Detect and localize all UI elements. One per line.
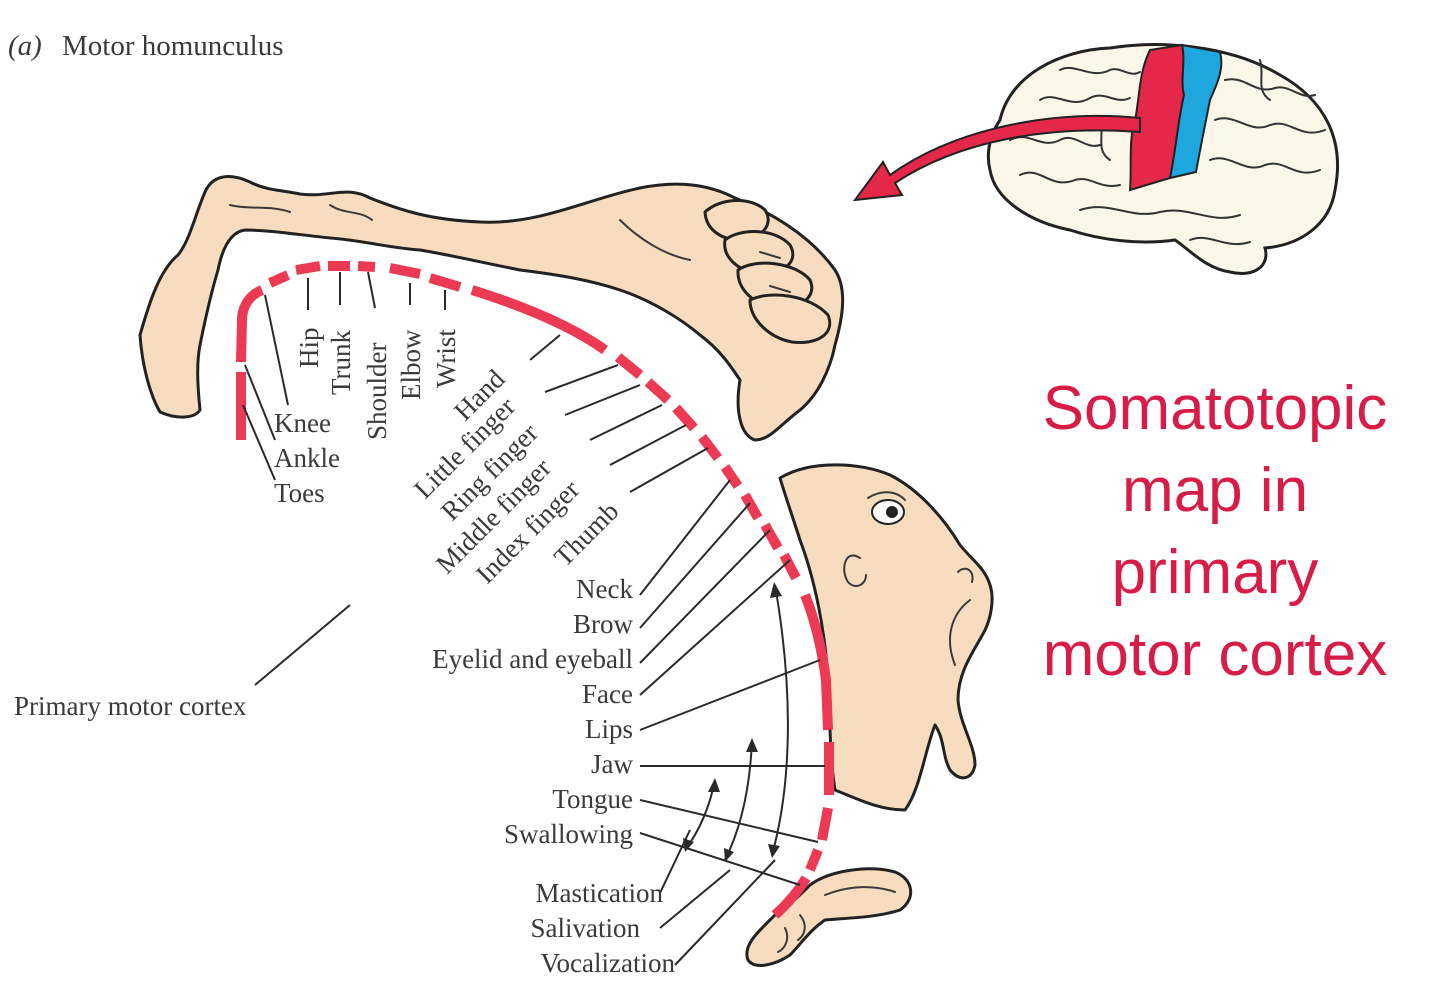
label-knee: Knee <box>274 408 331 438</box>
leader-lines <box>242 271 825 966</box>
body-part-labels: Hip Trunk Shoulder Elbow Wrist Hand Litt… <box>14 328 675 979</box>
label-vocalization: Vocalization <box>541 948 676 978</box>
label-toes: Toes <box>274 478 325 508</box>
figure-title: Motor homunculus <box>62 30 284 62</box>
label-ankle: Ankle <box>274 443 340 473</box>
label-wrist: Wrist <box>431 329 461 388</box>
label-elbow: Elbow <box>396 329 426 400</box>
label-lips: Lips <box>585 714 633 744</box>
headline-line-3: primary <box>1111 538 1319 607</box>
pointer-arrow <box>852 114 1141 202</box>
label-swallowing: Swallowing <box>504 819 633 849</box>
panel-letter: (a) <box>8 30 42 62</box>
label-primary-motor-cortex: Primary motor cortex <box>14 691 247 721</box>
homunculus-face <box>778 463 994 812</box>
homunculus-limbs <box>138 175 845 442</box>
homunculus-tongue <box>745 867 913 967</box>
label-tongue: Tongue <box>552 784 633 814</box>
cortex-band <box>236 261 834 919</box>
headline-line-1: Somatotopic <box>1042 374 1388 443</box>
label-mastication: Mastication <box>536 878 664 908</box>
label-eyelid-and-eyeball: Eyelid and eyeball <box>432 644 633 674</box>
label-hip: Hip <box>294 328 324 369</box>
label-face: Face <box>582 679 633 709</box>
label-salivation: Salivation <box>531 913 641 943</box>
label-brow: Brow <box>573 609 634 639</box>
brain-illustration <box>986 43 1340 275</box>
label-jaw: Jaw <box>591 749 633 779</box>
sensory-cortex-strip <box>1168 43 1223 180</box>
label-trunk: Trunk <box>326 329 356 395</box>
label-shoulder: Shoulder <box>362 342 392 440</box>
headline-line-2: map in <box>1121 456 1309 525</box>
headline: Somatotopic map in primary motor cortex <box>990 368 1440 696</box>
headline-line-4: motor cortex <box>1042 620 1388 689</box>
label-neck: Neck <box>576 574 633 604</box>
